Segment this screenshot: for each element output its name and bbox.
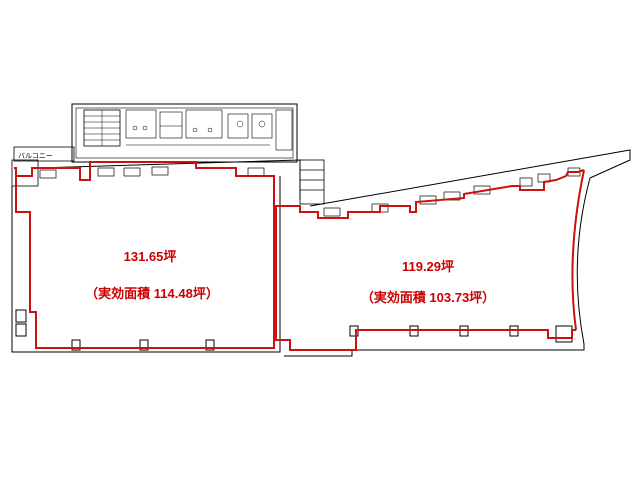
left-area-outline [14,161,275,349]
right-wall-outline [284,149,631,357]
area-outlines [14,161,585,351]
balcony [11,146,75,187]
right-area-size: 119.29坪 [401,259,455,274]
left-area-size: 131.65坪 [123,249,177,264]
left-area-effective: （実効面積 114.48坪） [85,286,219,301]
right-area-effective: （実効面積 103.73坪） [360,290,496,305]
core-block [71,103,298,163]
window-units [39,166,581,217]
right-area-outline [276,169,585,219]
balcony-label: バルコニー [18,153,53,160]
shaft [299,159,325,205]
